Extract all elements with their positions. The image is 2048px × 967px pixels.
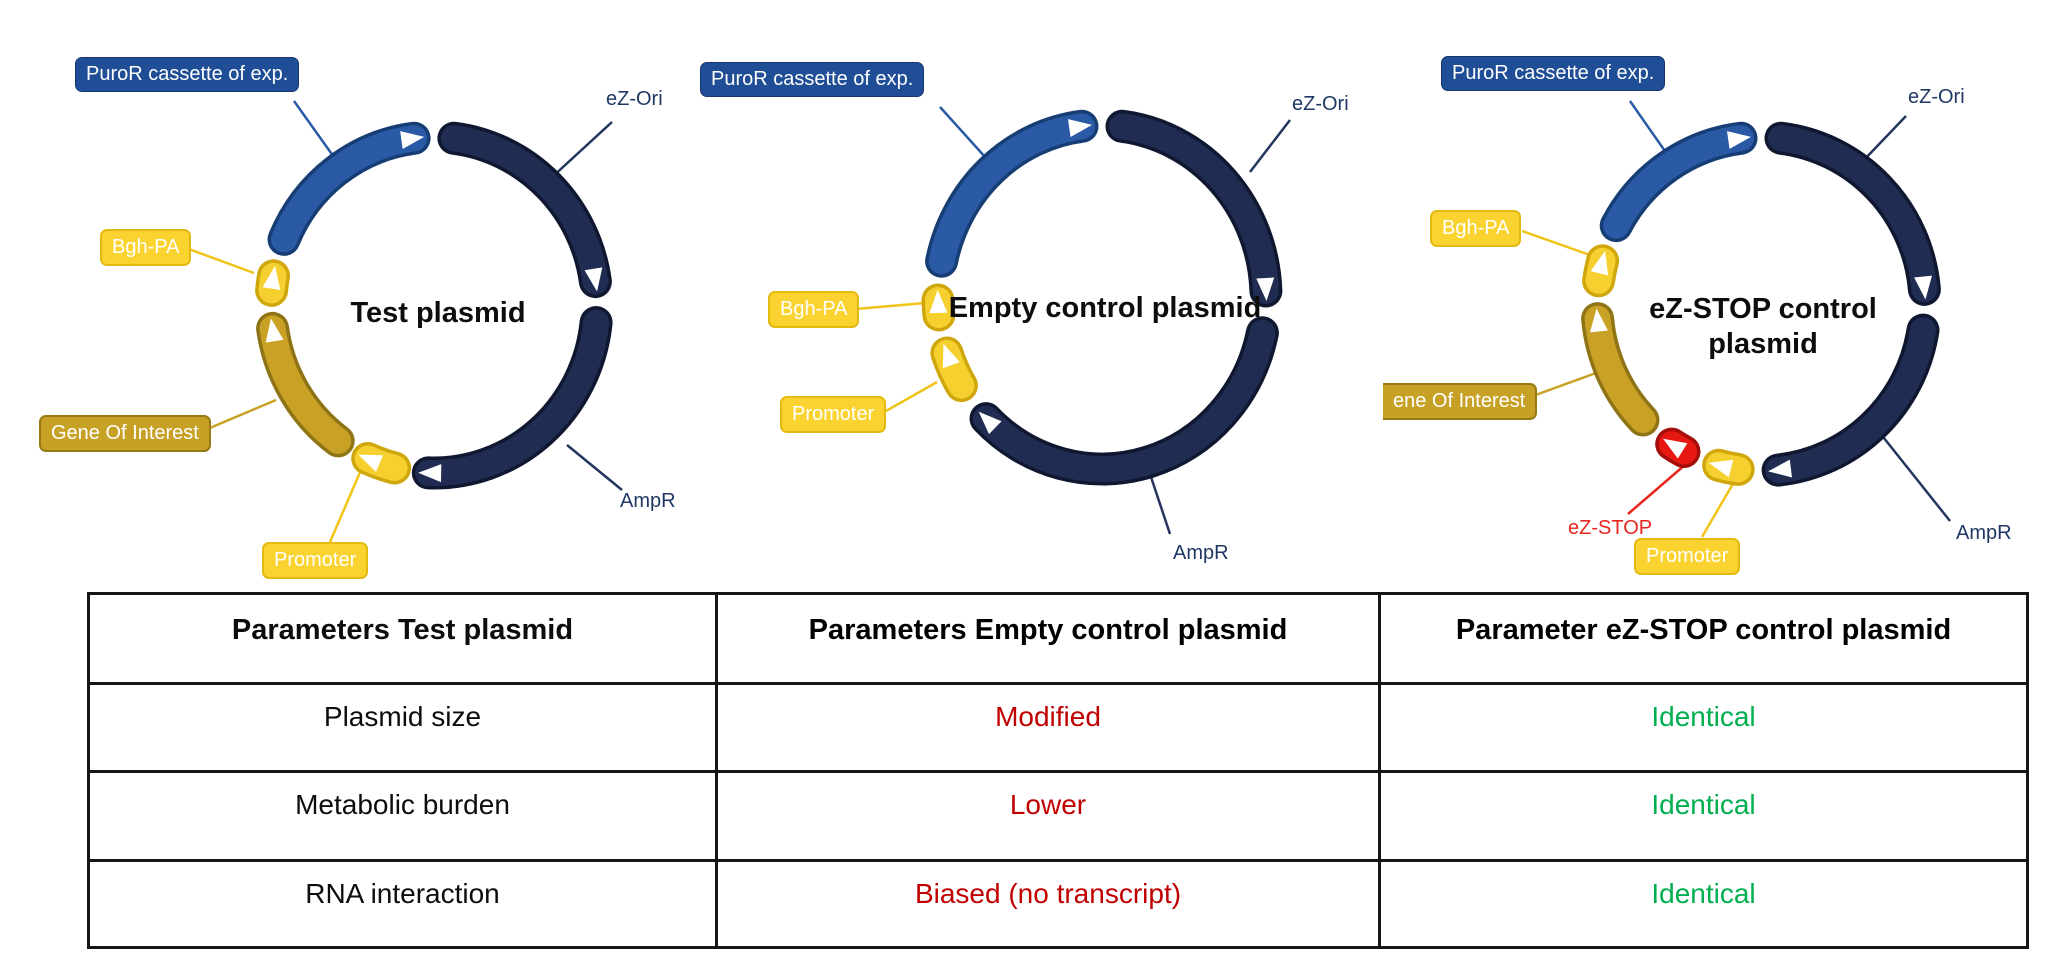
- header-parameters-empty-control: Parameters Empty control plasmid: [715, 592, 1381, 685]
- callout-bgh-pa: Bgh-PA: [100, 229, 192, 266]
- label-ez-ori: eZ-Ori: [1292, 93, 1349, 115]
- cell-empty-control-value: Biased (no transcript): [715, 859, 1381, 949]
- table-row: Plasmid size Modified Identical: [87, 682, 2029, 773]
- comparison-table: Parameters Test plasmid Parameters Empty…: [87, 592, 2029, 949]
- cell-parameter: RNA interaction: [87, 859, 718, 949]
- cell-parameter: Metabolic burden: [87, 770, 718, 862]
- cell-ez-stop-value: Identical: [1378, 682, 2029, 773]
- label-ez-ori: eZ-Ori: [1908, 86, 1965, 108]
- header-parameters-test: Parameters Test plasmid: [87, 592, 718, 685]
- callout-puror-cassette: PuroR cassette of exp.: [700, 62, 925, 97]
- table-row: RNA interaction Biased (no transcript) I…: [87, 859, 2029, 949]
- table-row: Metabolic burden Lower Identical: [87, 770, 2029, 862]
- callout-promoter: Promoter: [1634, 538, 1741, 575]
- cell-empty-control-value: Modified: [715, 682, 1381, 773]
- cell-ez-stop-value: Identical: [1378, 770, 2029, 862]
- callout-bgh-pa: Bgh-PA: [1430, 210, 1522, 247]
- label-ampr: AmpR: [1173, 542, 1229, 564]
- label-ez-stop: eZ-STOP: [1568, 517, 1653, 539]
- cell-empty-control-value: Lower: [715, 770, 1381, 862]
- callout-promoter: Promoter: [262, 542, 369, 579]
- callout-bgh-pa: Bgh-PA: [768, 291, 860, 328]
- plasmid-title-empty-control: Empty control plasmid: [948, 292, 1262, 324]
- callout-promoter: Promoter: [780, 396, 887, 433]
- callout-puror-cassette: PuroR cassette of exp.: [75, 57, 300, 92]
- callout-gene-of-interest: ene Of Interest: [1383, 383, 1538, 420]
- plasmid-title-test: Test plasmid: [350, 297, 526, 329]
- label-ampr: AmpR: [620, 490, 676, 512]
- label-ez-ori: eZ-Ori: [606, 88, 663, 110]
- table-header-row: Parameters Test plasmid Parameters Empty…: [87, 592, 2029, 685]
- plasmid-title-ez-stop-control: eZ-STOP control plasmid: [1649, 293, 1877, 360]
- cell-ez-stop-value: Identical: [1378, 859, 2029, 949]
- header-parameter-ez-stop-control: Parameter eZ-STOP control plasmid: [1378, 592, 2029, 685]
- label-ampr: AmpR: [1956, 522, 2012, 544]
- callout-puror-cassette: PuroR cassette of exp.: [1441, 56, 1666, 91]
- callout-gene-of-interest: Gene Of Interest: [39, 415, 211, 452]
- cell-parameter: Plasmid size: [87, 682, 718, 773]
